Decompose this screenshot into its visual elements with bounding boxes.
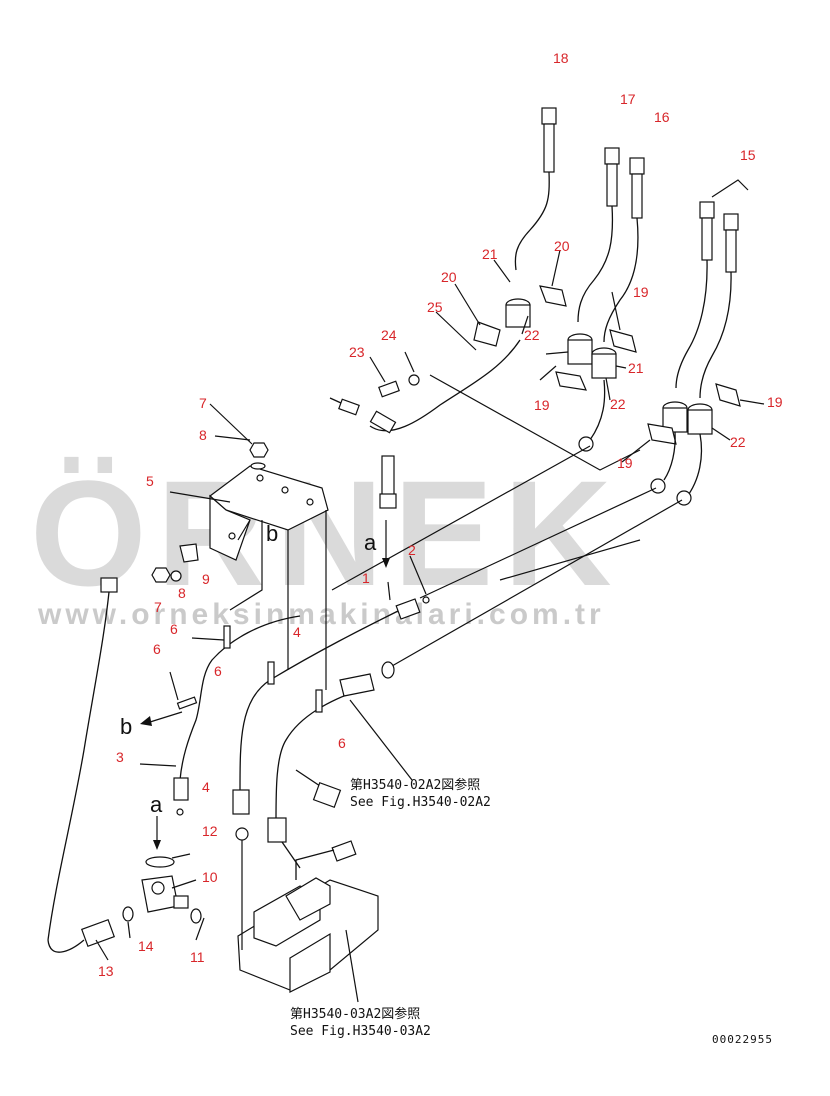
view-letter-b-lower: b	[120, 714, 132, 739]
callout-8-bottom: 8	[178, 585, 186, 601]
callout-6-d: 6	[338, 735, 346, 751]
callout-6-b: 6	[153, 641, 161, 657]
fitting-17	[577, 147, 620, 323]
callout-24: 24	[381, 327, 397, 343]
callout-13: 13	[98, 963, 114, 979]
callout-16: 16	[654, 109, 670, 125]
callout-labels: 18 17 16 15 21 20 20 19 25 22 24 21 23 1…	[98, 50, 783, 979]
callout-17: 17	[620, 91, 636, 107]
view-letter-a-upper: a	[364, 530, 377, 555]
callout-4-bottom: 4	[202, 779, 210, 795]
view-letters: a b b a	[120, 521, 377, 817]
callout-19-right: 19	[767, 394, 783, 410]
callout-11: 11	[190, 949, 205, 965]
callout-3: 3	[116, 749, 124, 765]
watermark-brand: ÖRNEK	[30, 449, 622, 617]
fitting-15b	[699, 213, 739, 399]
callout-14: 14	[138, 938, 154, 954]
callout-22-right: 22	[730, 434, 746, 450]
callout-19-left: 19	[534, 397, 550, 413]
figure-references: 第H3540-02A2図参照 See Fig.H3540-02A2 第H3540…	[290, 777, 491, 1039]
callout-6-c: 6	[214, 663, 222, 679]
callout-9: 9	[202, 571, 210, 587]
callout-15: 15	[740, 147, 756, 163]
callout-7-top: 7	[199, 395, 207, 411]
view-letter-b-upper: b	[266, 521, 278, 546]
callout-22-mid: 22	[610, 396, 626, 412]
fitting-16	[603, 157, 645, 343]
callout-21-mid: 21	[628, 360, 644, 376]
callout-2: 2	[408, 542, 416, 558]
callout-22-top: 22	[524, 327, 540, 343]
drawing-number: 00022955	[712, 1033, 773, 1046]
watermark-url: www.orneksinmakinalari.com.tr	[37, 598, 605, 631]
callout-4-top: 4	[293, 624, 301, 640]
reference-2-english: See Fig.H3540-03A2	[290, 1024, 431, 1039]
reference-1-english: See Fig.H3540-02A2	[350, 795, 491, 810]
reference-1-japanese: 第H3540-02A2図参照	[350, 777, 480, 793]
callout-1: 1	[362, 570, 370, 586]
callout-20-left: 20	[441, 269, 457, 285]
fitting-15a	[675, 201, 715, 389]
callout-5: 5	[146, 473, 154, 489]
watermark: ÖRNEK www.orneksinmakinalari.com.tr	[30, 449, 622, 631]
callout-20-right: 20	[554, 238, 570, 254]
line-art	[47, 107, 765, 1003]
callout-23: 23	[349, 344, 365, 360]
callout-18: 18	[553, 50, 569, 66]
callout-12: 12	[202, 823, 218, 839]
callout-6-a: 6	[170, 621, 178, 637]
callout-19-low: 19	[617, 455, 633, 471]
callout-21-top: 21	[482, 246, 498, 262]
fitting-18	[514, 107, 557, 271]
callout-25: 25	[427, 299, 443, 315]
callout-8-top: 8	[199, 427, 207, 443]
callout-19-top: 19	[633, 284, 649, 300]
callout-10: 10	[202, 869, 218, 885]
reference-2-japanese: 第H3540-03A2図参照	[290, 1006, 420, 1022]
callout-7-bottom: 7	[154, 599, 162, 615]
view-letter-a-lower: a	[150, 792, 163, 817]
